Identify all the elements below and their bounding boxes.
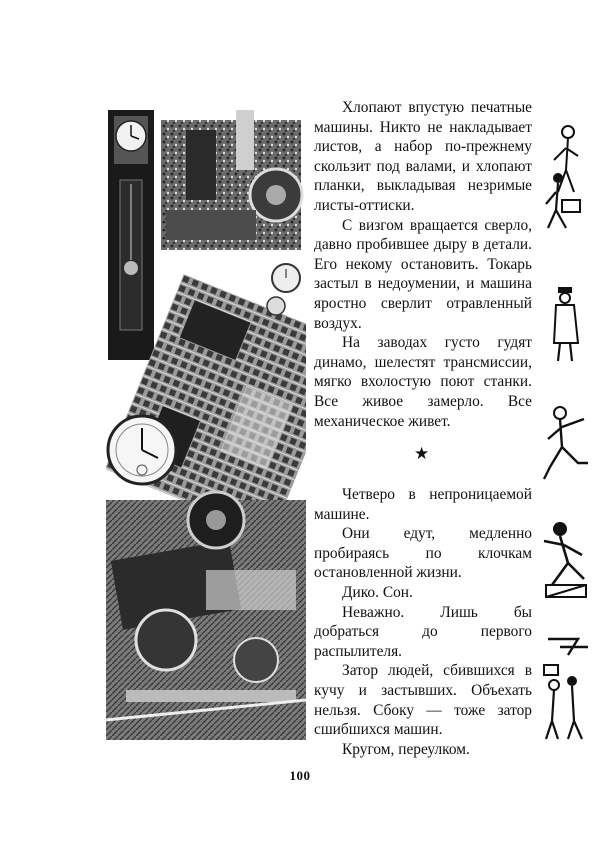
running-man-figure — [542, 406, 588, 480]
wrecked-locomotive-image — [106, 490, 306, 740]
paragraph: С визгом вращается сверло, давно пробивш… — [314, 216, 532, 332]
main-text-block: Хлопают впустую печатные машины. Никто н… — [314, 98, 532, 431]
man-in-coat-figure — [552, 287, 580, 362]
crowd-figure — [543, 637, 588, 740]
paragraph: На заводах густо гудят динамо, шелестят … — [314, 334, 532, 430]
section-divider-star: ★ — [414, 444, 430, 463]
paragraph: Неважно. Лишь бы добраться до первого ра… — [314, 603, 532, 660]
page-number: 100 — [289, 768, 311, 783]
falling-man-figure — [543, 522, 587, 598]
photo-collage — [106, 100, 306, 740]
walking-people-figure — [545, 125, 581, 229]
printing-press-image — [161, 110, 304, 250]
machine-parts-image — [106, 274, 306, 537]
second-text-block: Четверо в непроницаемой машине. Они едут… — [314, 485, 532, 759]
pocket-watch-small-image — [266, 263, 301, 316]
grandfather-clock-image — [108, 110, 154, 360]
collage-graphic — [106, 110, 306, 740]
pocket-watch-image — [106, 414, 178, 486]
paragraph: Кругом, переулком. — [342, 740, 470, 758]
paragraph: Дико. Сон. — [342, 583, 413, 601]
paragraph: Четверо в непроницаемой машине. — [314, 486, 532, 523]
margin-figures — [538, 120, 594, 740]
paragraph: Затор людей, сбившихся в кучу и застывши… — [314, 662, 532, 739]
paragraph: Хлопают впустую печатные машины. Никто н… — [314, 99, 532, 214]
paragraph: Они едут, медленно пробираясь по клочкам… — [314, 525, 532, 582]
